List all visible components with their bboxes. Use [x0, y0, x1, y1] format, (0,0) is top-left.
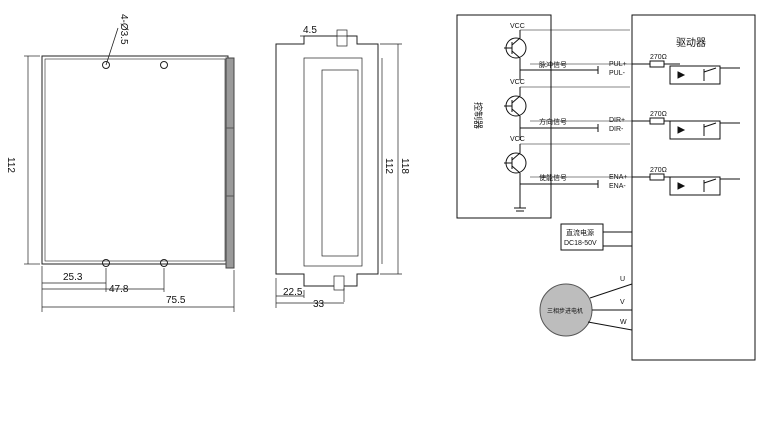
signal-minus: ENA-	[609, 183, 626, 190]
motor-label: 三相步进电机	[547, 307, 583, 315]
side-panel-outer	[303, 57, 363, 267]
hole-spacing-label: 47.8	[109, 284, 129, 295]
signal-plus: ENA+	[609, 174, 627, 181]
signal-minus: DIR-	[609, 126, 624, 133]
transistor	[504, 144, 527, 200]
transistor	[504, 87, 527, 140]
phase-label-v: V	[620, 299, 625, 306]
front-height-label: 112	[5, 157, 16, 173]
signal-name: 使能信号	[539, 173, 567, 182]
side-depth-label: 33	[313, 299, 325, 310]
front-body-inner	[44, 58, 226, 262]
mounting-hole	[102, 259, 110, 267]
wiring-diagram	[456, 14, 756, 361]
resistor-label: 270Ω	[650, 54, 667, 61]
controller-box	[456, 14, 552, 219]
front-width-label: 75.5	[166, 295, 186, 306]
driver-label: 驱动器	[676, 37, 706, 49]
phase-label-u: U	[620, 276, 625, 283]
hole-diameter-label: 4-Ø3.5	[118, 14, 129, 45]
signal-name: 脉冲信号	[539, 60, 567, 69]
phase-label-w: W	[620, 319, 627, 326]
power-supply-spec: DC18-50V	[564, 240, 597, 247]
side-panel-inner	[321, 69, 359, 257]
front-body-outline	[41, 55, 229, 265]
side-body-outline	[275, 35, 379, 287]
controller-label: 控制器	[473, 102, 484, 129]
signal-plus: DIR+	[609, 117, 625, 124]
vcc-label: VCC	[510, 23, 525, 30]
signal-name: 方向信号	[539, 117, 567, 126]
optocoupler	[632, 173, 740, 196]
optocoupler	[632, 60, 740, 85]
resistor-label: 270Ω	[650, 111, 667, 118]
driver-box	[631, 14, 756, 361]
hole-offset-label: 25.3	[63, 272, 83, 283]
side-top-label: 4.5	[303, 25, 317, 36]
front-heatsink	[225, 57, 235, 269]
side-outer-height-label: 118	[399, 158, 410, 174]
power-supply-title: 直流电源	[566, 228, 594, 237]
mounting-hole	[102, 61, 110, 69]
vcc-label: VCC	[510, 136, 525, 143]
side-inner-height-label: 112	[383, 158, 394, 174]
mounting-hole	[160, 259, 168, 267]
resistor-label: 270Ω	[650, 167, 667, 174]
signal-minus: PUL-	[609, 70, 626, 77]
signal-plus: PUL+	[609, 61, 627, 68]
side-view	[275, 29, 402, 308]
side-bottom-offset-label: 22.5	[283, 287, 303, 298]
vcc-label: VCC	[510, 79, 525, 86]
mounting-hole	[160, 61, 168, 69]
power-supply-box	[560, 223, 604, 251]
optocoupler	[632, 117, 740, 140]
front-view	[24, 27, 235, 312]
transistor	[504, 30, 527, 80]
